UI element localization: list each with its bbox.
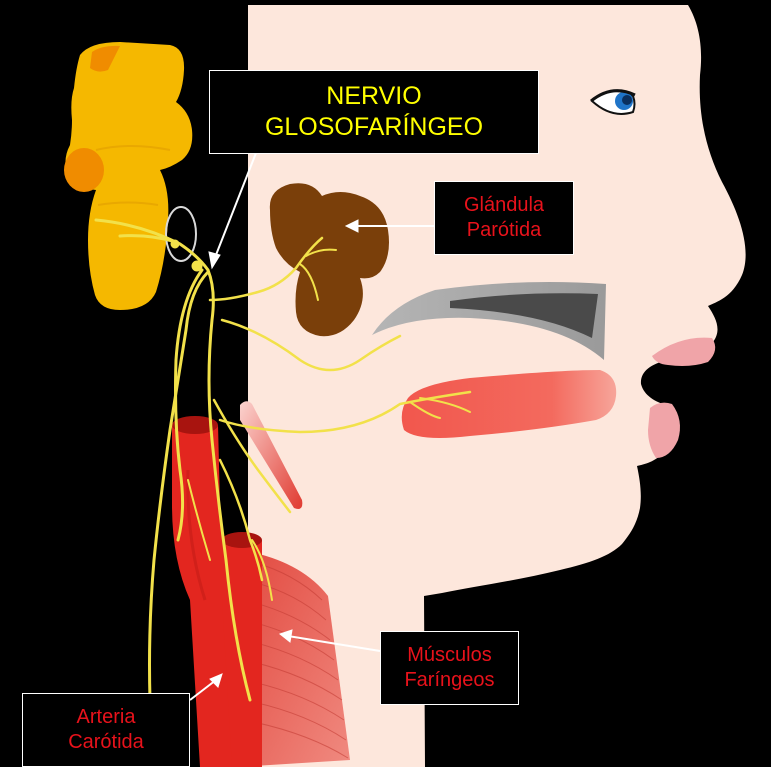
parotid-label-line2: Parótida [467,218,542,243]
carotid-label-line1: Arteria [77,705,136,730]
nerve-label: NERVIO GLOSOFARÍNGEO [209,70,539,154]
muscles-label-line1: Músculos [407,643,491,668]
parotid-label-line1: Glándula [464,193,544,218]
carotid-label-line2: Carótida [68,730,144,755]
muscles-label: Músculos Faríngeos [380,631,519,705]
nerve-label-line1: NERVIO [326,81,421,112]
parotid-label: Glándula Parótida [434,181,574,255]
carotid-label: Arteria Carótida [22,693,190,767]
nerve-label-line2: GLOSOFARÍNGEO [265,112,483,143]
muscles-label-line2: Faríngeos [404,668,494,693]
